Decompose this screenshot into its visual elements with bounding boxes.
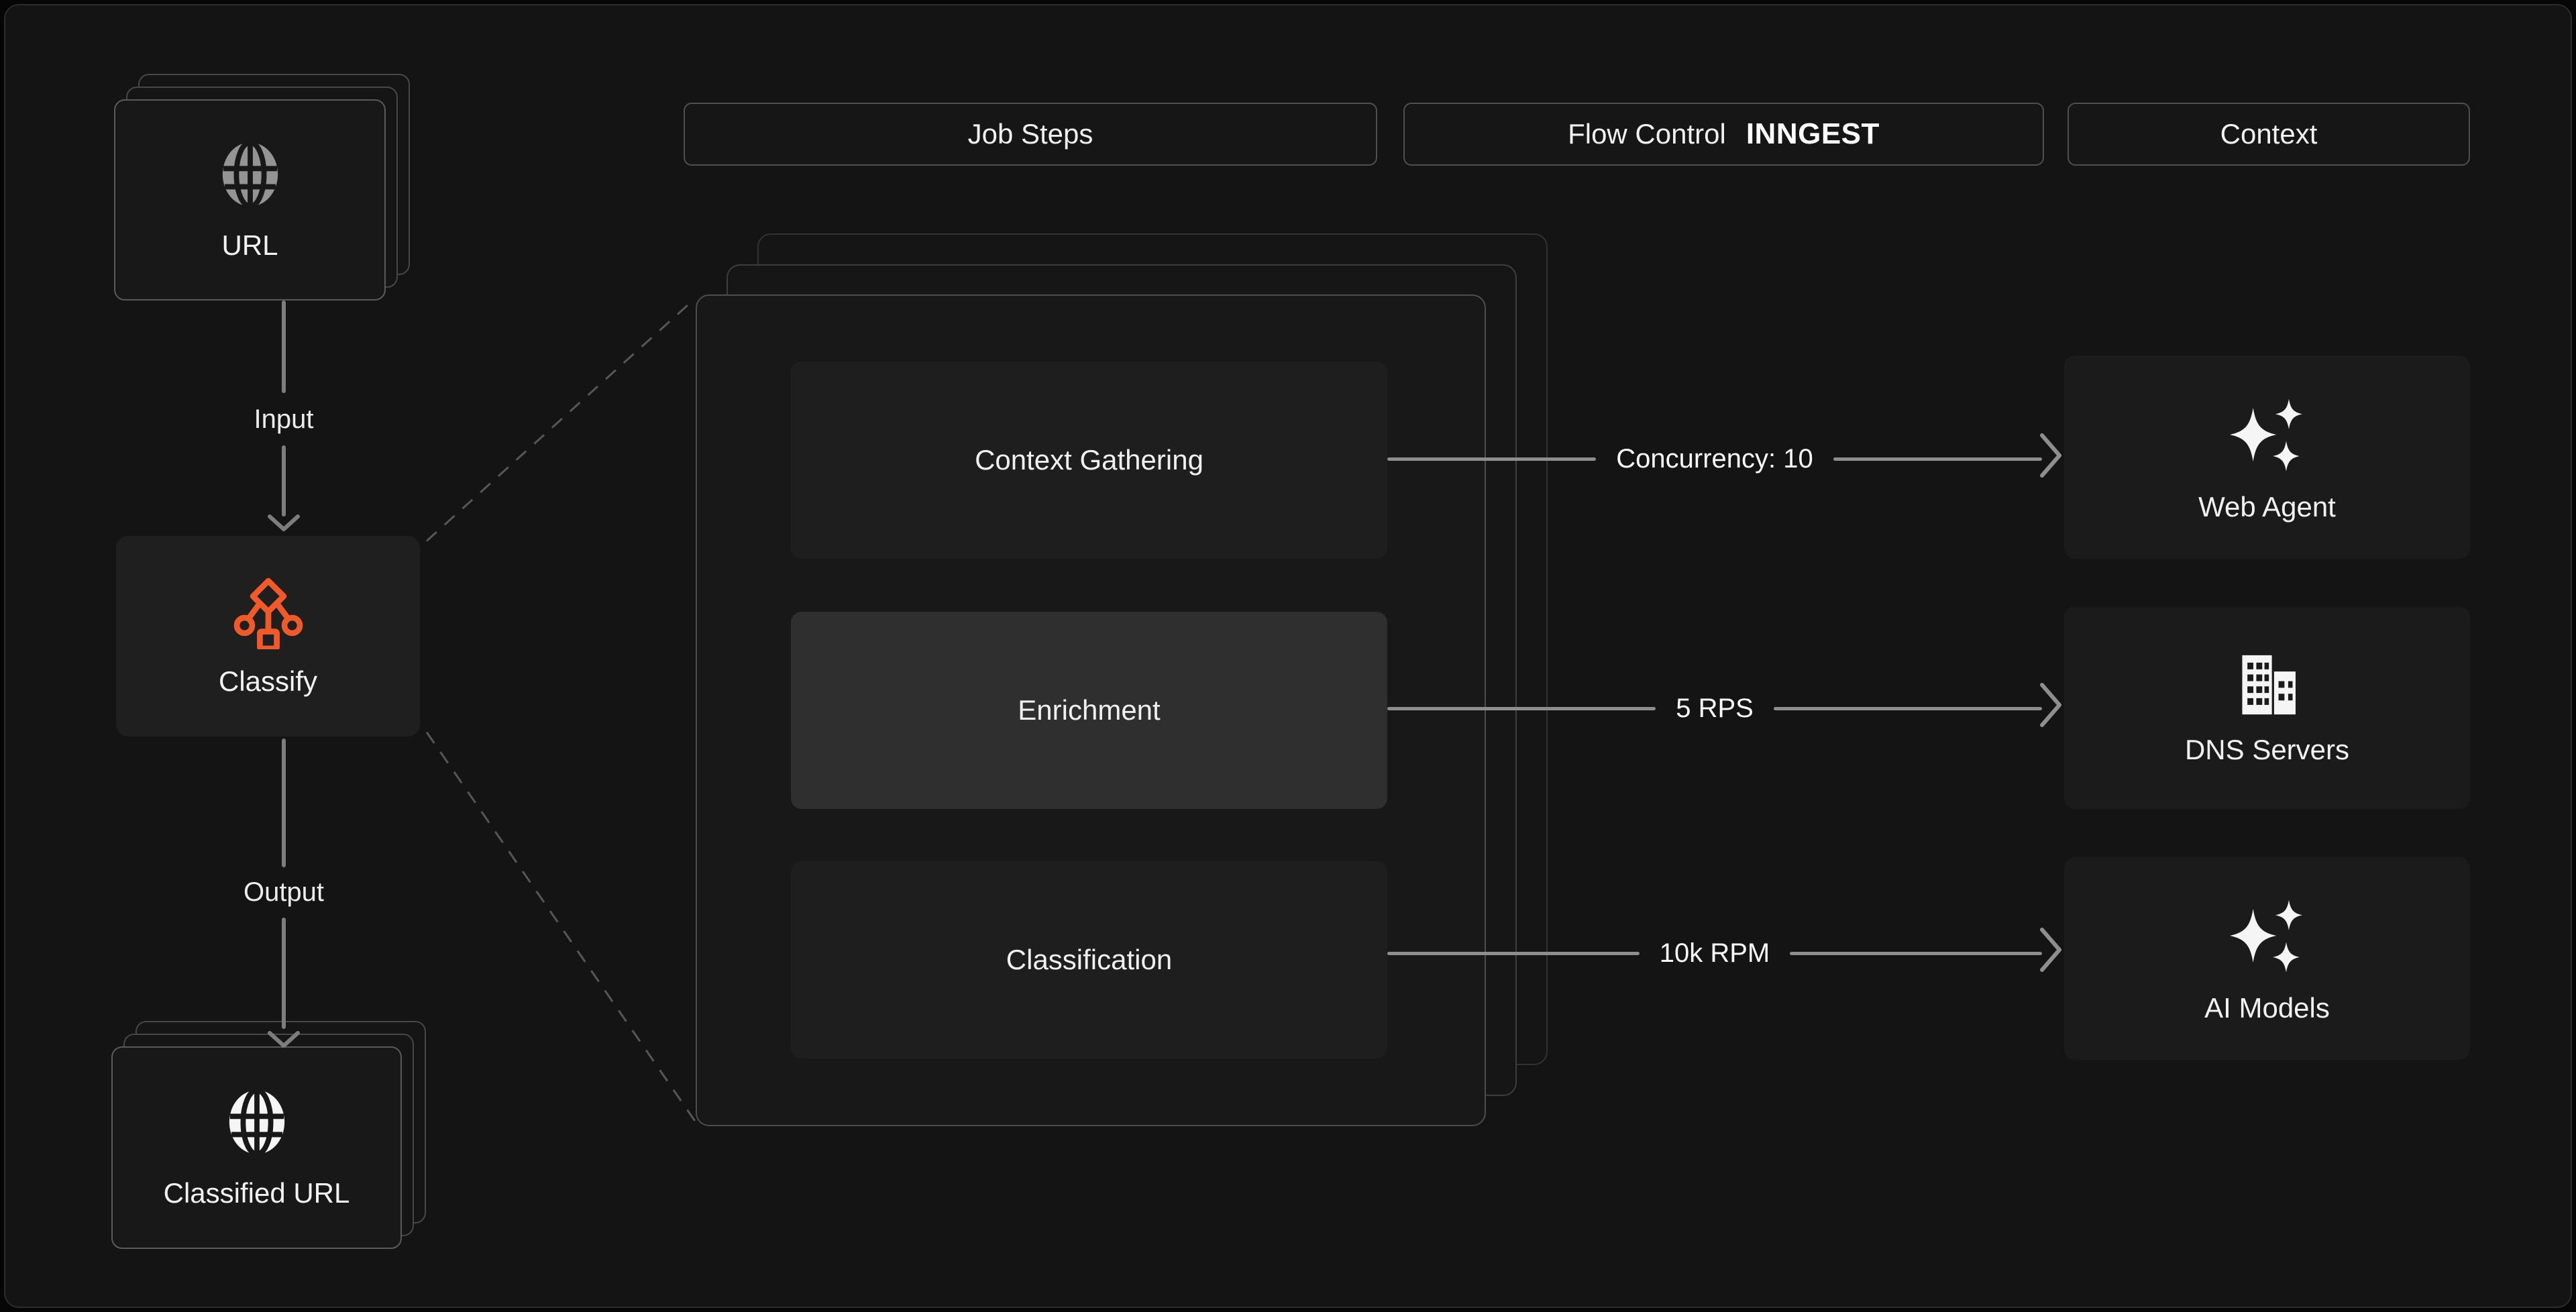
arrow-down-icon [266, 1030, 301, 1052]
connector-line [1387, 706, 1656, 710]
arrow-right-icon [2040, 679, 2062, 737]
header-context: Context [2068, 103, 2470, 166]
service-ai-models-label: AI Models [2204, 992, 2330, 1024]
url-card: URL [114, 99, 386, 300]
input-arrow-line-top [282, 300, 286, 393]
step-enrichment-label: Enrichment [1018, 694, 1161, 726]
service-web-agent: Web Agent [2064, 356, 2470, 559]
arrow-right-icon [2040, 924, 2062, 982]
input-arrow-line-bottom [282, 445, 286, 516]
classify-card-label: Classify [218, 665, 318, 697]
inngest-logo: INNGEST [1746, 117, 1880, 150]
service-ai-models: AI Models [2064, 857, 2470, 1060]
url-card-label: URL [221, 229, 278, 261]
output-arrow-label: Output [243, 877, 325, 907]
sparkles-icon [2224, 392, 2310, 478]
service-web-agent-label: Web Agent [2198, 490, 2336, 523]
connector-rpm: 10k RPM [1387, 926, 2062, 980]
input-arrow-label: Input [254, 404, 314, 434]
zoom-guide-bottom-dashed-line [425, 731, 697, 1124]
header-flow-control: Flow Control INNGEST [1403, 103, 2044, 166]
step-context-gathering-label: Context Gathering [975, 444, 1203, 476]
header-job-steps: Job Steps [684, 103, 1377, 166]
zoom-guide-top-dashed-line [425, 297, 696, 542]
service-dns-servers: DNS Servers [2064, 606, 2470, 809]
globe-icon [222, 1086, 292, 1158]
header-job-steps-label: Job Steps [967, 118, 1093, 150]
step-enrichment: Enrichment [791, 612, 1387, 809]
classified-url-card: Classified URL [111, 1046, 402, 1249]
connector-line [1773, 706, 2043, 710]
header-flow-control-label: Flow Control [1568, 118, 1726, 150]
output-arrow-line-bottom [282, 918, 286, 1029]
arrow-right-icon [2040, 430, 2062, 488]
connector-line [1833, 457, 2043, 461]
connector-line [1387, 457, 1597, 461]
building-icon [2232, 649, 2303, 720]
arrow-down-icon [266, 514, 301, 536]
output-arrow-line-top [282, 739, 286, 867]
connector-rps-label: 5 RPS [1676, 693, 1754, 723]
connector-concurrency: Concurrency: 10 [1387, 432, 2062, 486]
step-classification-label: Classification [1006, 944, 1173, 975]
step-classification: Classification [791, 861, 1387, 1058]
connector-line [1790, 951, 2042, 955]
service-dns-servers-label: DNS Servers [2184, 734, 2350, 765]
classified-url-card-label: Classified URL [163, 1177, 350, 1209]
diagram-canvas: URL Input Classify Output [4, 4, 2572, 1308]
globe-icon [215, 138, 285, 211]
step-context-gathering: Context Gathering [791, 362, 1387, 559]
connector-rps: 5 RPS [1387, 681, 2062, 735]
connector-concurrency-label: Concurrency: 10 [1616, 443, 1813, 474]
classify-card: Classify [116, 536, 420, 736]
header-context-label: Context [2220, 118, 2318, 150]
sparkles-icon [2224, 893, 2310, 979]
connector-rpm-label: 10k RPM [1659, 938, 1770, 968]
connector-line [1387, 951, 1640, 955]
workflow-icon [231, 576, 305, 651]
